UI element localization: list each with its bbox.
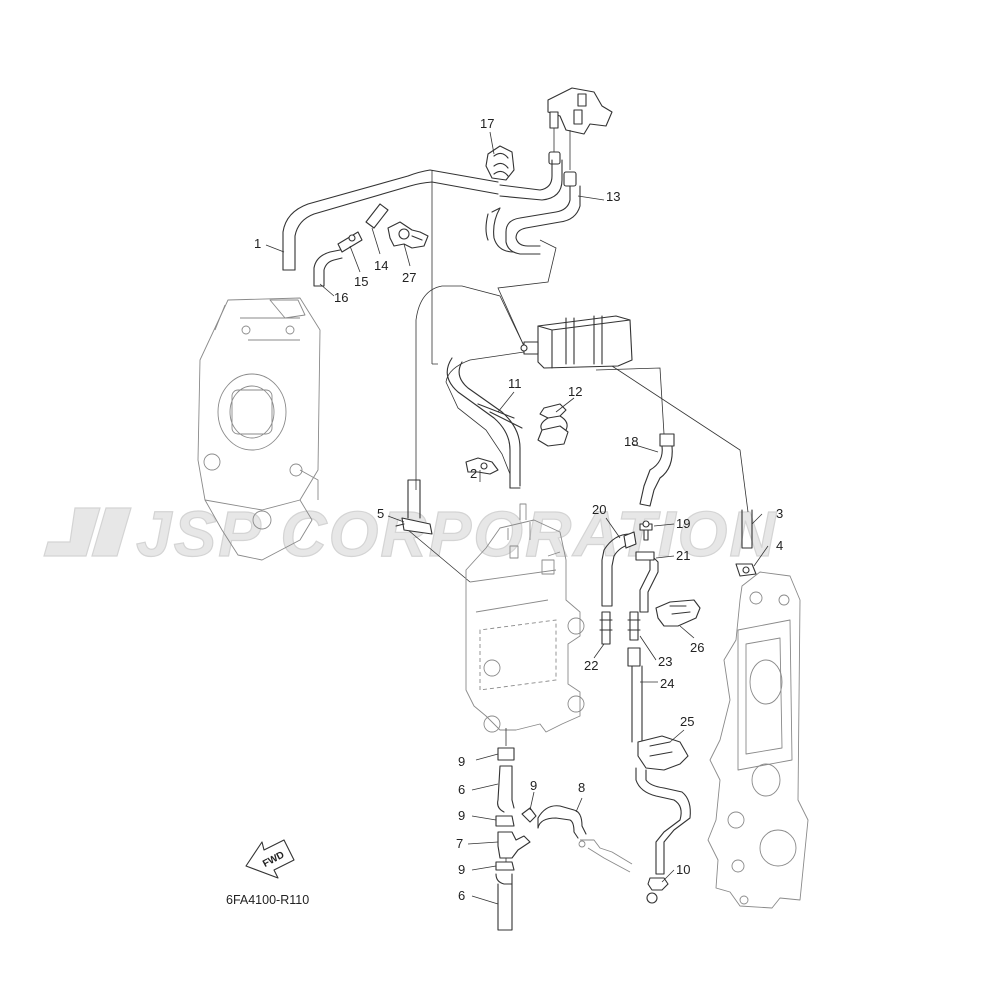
- hose-1: [282, 169, 499, 271]
- callout-9-c: 9: [458, 808, 465, 823]
- callout-3: 3: [776, 506, 783, 521]
- cylinder-head: [707, 571, 809, 909]
- callouts: 1 2 3 4 5 6 6 7 8 9 9 9 9 10 11 12 13 14…: [254, 116, 783, 903]
- callout-11: 11: [508, 376, 522, 391]
- hose-5: [395, 479, 433, 535]
- top-fitting-assembly: [547, 87, 613, 187]
- forward-arrow-icon: [245, 839, 295, 879]
- watermark: JSP CORPORATION: [43, 497, 778, 571]
- hose-24: [627, 647, 643, 743]
- hose-20: [601, 531, 637, 607]
- callout-25: 25: [680, 714, 694, 729]
- hose-24-lower: [635, 767, 691, 875]
- callout-23: 23: [658, 654, 672, 669]
- callout-12: 12: [568, 384, 582, 399]
- hose-8: [537, 805, 633, 873]
- hose-16: [313, 249, 343, 287]
- clamp-12: [537, 403, 569, 447]
- lower-hose-assembly: [495, 728, 537, 931]
- watermark-logo: [43, 507, 132, 557]
- joint-15: [337, 231, 363, 253]
- hose-3: [741, 509, 753, 549]
- clamp-4: [735, 563, 757, 577]
- hose-11: [446, 357, 523, 489]
- callout-7: 7: [456, 836, 463, 851]
- clip-17: [485, 145, 515, 181]
- leader-lines: [265, 131, 769, 905]
- hose-26-clip: [655, 599, 701, 627]
- callout-26: 26: [690, 640, 704, 655]
- hose-18: [639, 433, 675, 507]
- callout-2: 2: [470, 466, 477, 481]
- callout-4: 4: [776, 538, 783, 553]
- callout-18: 18: [624, 434, 638, 449]
- joint-23: [627, 611, 641, 641]
- hose-21: [635, 551, 659, 613]
- callout-24: 24: [660, 676, 674, 691]
- joint-22: [599, 611, 613, 645]
- callout-21: 21: [676, 548, 690, 563]
- callout-5: 5: [377, 506, 384, 521]
- callout-20: 20: [592, 502, 606, 517]
- callout-8: 8: [578, 780, 585, 795]
- callout-16: 16: [334, 290, 348, 305]
- callout-6-upper: 6: [458, 782, 465, 797]
- callout-10: 10: [676, 862, 690, 877]
- callout-17: 17: [480, 116, 494, 131]
- watermark-text: JSP CORPORATION: [136, 498, 778, 570]
- callout-9-b: 9: [530, 778, 537, 793]
- hose-14: [365, 203, 389, 229]
- diagram-code: 6FA4100-R110: [226, 893, 309, 907]
- clamp-10: [646, 877, 669, 904]
- callout-6-lower: 6: [458, 888, 465, 903]
- callout-19: 19: [676, 516, 690, 531]
- joint-19: [639, 520, 653, 541]
- canister: [520, 315, 633, 369]
- callout-13: 13: [606, 189, 620, 204]
- callout-9-a: 9: [458, 754, 465, 769]
- callout-27: 27: [402, 270, 416, 285]
- throttle-body-assembly: [197, 297, 321, 561]
- callout-1: 1: [254, 236, 261, 251]
- clamp-2: [465, 457, 499, 475]
- callout-15: 15: [354, 274, 368, 289]
- callout-22: 22: [584, 658, 598, 673]
- hose-13: [485, 159, 581, 255]
- clamp-27: [387, 221, 429, 249]
- intake-manifold: [465, 503, 585, 733]
- forward-arrow: FWD: [245, 839, 295, 879]
- clamp-25: [637, 735, 689, 771]
- callout-9-d: 9: [458, 862, 465, 877]
- callout-14: 14: [374, 258, 388, 273]
